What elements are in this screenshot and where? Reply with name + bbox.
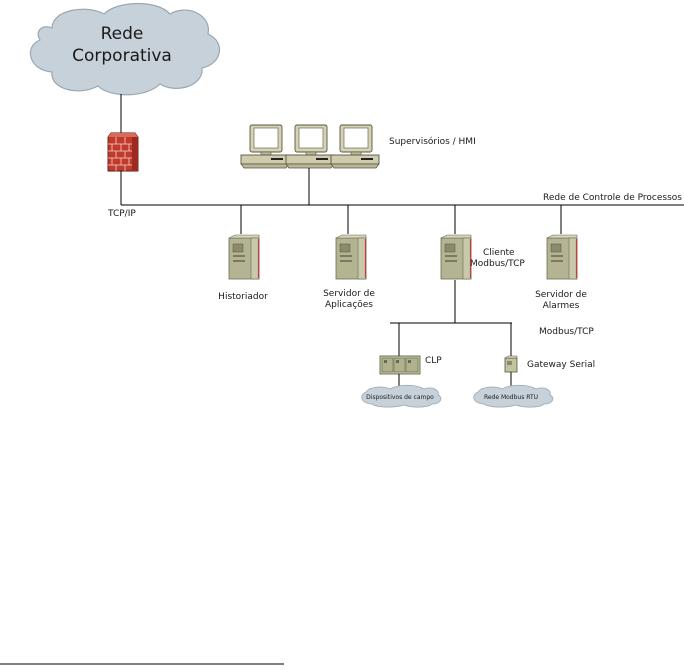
process-control-network-label: Rede de Controle de Processos	[543, 193, 682, 203]
corporate-network-label-1: Rede	[101, 24, 144, 44]
modbus-client-label-1: Cliente	[483, 248, 515, 258]
historian-label: Historiador	[218, 292, 268, 302]
gateway-label: Gateway Serial	[527, 360, 595, 370]
server-icon	[547, 235, 577, 279]
server-icon	[229, 235, 259, 279]
field-devices-cloud: Dispositivos de campo	[362, 385, 441, 407]
hmi-workstations: Supervisórios / HMI	[241, 125, 476, 168]
plc-icon	[380, 356, 420, 374]
alarm-server-label-1: Servidor de	[535, 290, 587, 300]
modbus-tcp-label: Modbus/TCP	[539, 327, 594, 337]
rtu-network-label: Rede Modbus RTU	[484, 394, 538, 401]
corporate-network-label-2: Corporativa	[72, 46, 172, 66]
gateway-icon	[505, 356, 517, 372]
field-devices-label: Dispositivos de campo	[366, 394, 434, 401]
server-icon	[336, 235, 366, 279]
firewall-icon	[108, 133, 138, 171]
hmi-label: Supervisórios / HMI	[389, 136, 476, 147]
server-icon	[441, 235, 471, 279]
app-server-label-1: Servidor de	[323, 289, 375, 299]
clp-label: CLP	[425, 356, 442, 366]
app-server-label-2: Aplicações	[325, 300, 373, 310]
rtu-network-cloud: Rede Modbus RTU	[474, 385, 553, 407]
monitor-icon	[241, 125, 289, 168]
tcp-ip-label: TCP/IP	[107, 209, 136, 219]
alarm-server-label-2: Alarmes	[543, 301, 580, 311]
modbus-client-label-2: Modbus/TCP	[470, 259, 525, 269]
monitor-icon	[331, 125, 379, 168]
monitor-icon	[286, 125, 334, 168]
corporate-network-cloud: Rede Corporativa	[30, 4, 219, 95]
